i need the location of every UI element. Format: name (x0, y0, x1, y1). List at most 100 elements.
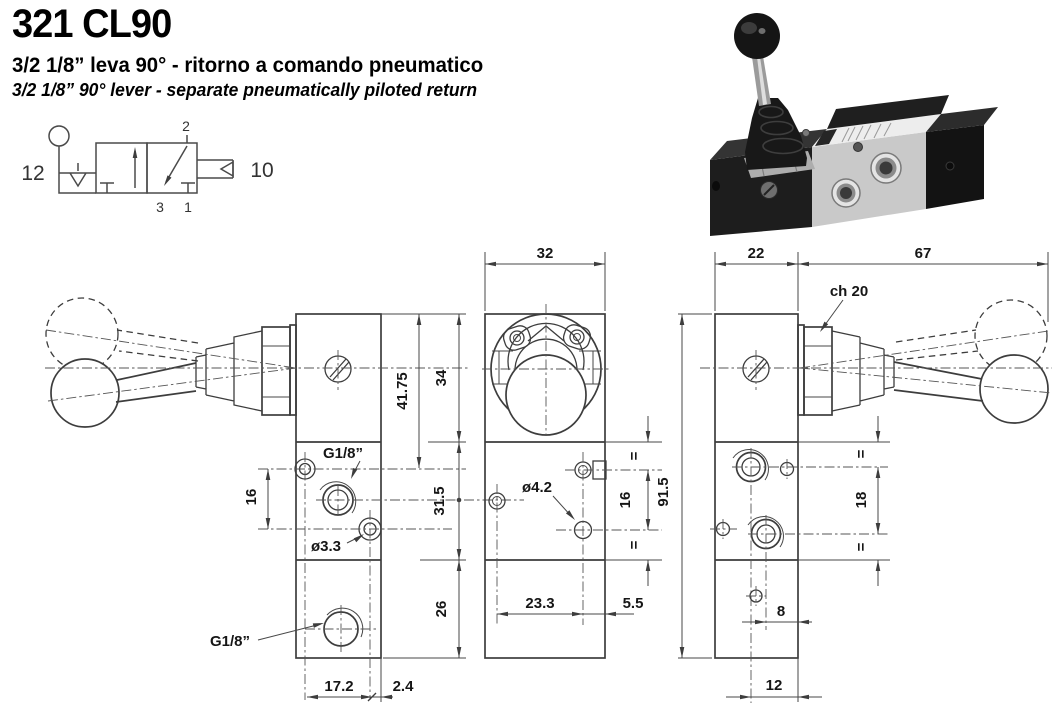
product-photo (710, 13, 998, 236)
dim-arrow (485, 261, 496, 267)
dim-arrow (875, 467, 881, 478)
photo-port-2-bore (840, 187, 852, 199)
dim-arrow (456, 549, 462, 560)
valve-box-left (95, 142, 148, 194)
dim-41-75: 41.75 (394, 372, 411, 410)
bellows-right (831, 330, 895, 412)
body-sections-front (485, 441, 605, 561)
centerlines-right-mid (710, 448, 888, 703)
pilot-triangle-icon (219, 160, 234, 178)
port-bottom-centerlines (305, 605, 377, 653)
hole-right-bottom-cross (746, 586, 766, 606)
subtitle-italian: 3/2 1/8” leva 90° - ritorno a comando pn… (12, 54, 484, 77)
flange-right (797, 324, 805, 416)
ear-right-ring (569, 329, 585, 345)
port-right-1-arc (732, 449, 769, 481)
body-sections-right (715, 441, 798, 561)
lever-axes-left (45, 329, 297, 402)
dim-eq-bottom: = (626, 540, 643, 549)
centerlines-front-mid (496, 452, 662, 625)
dim-23-3: 23.3 (525, 595, 554, 612)
dim-26: 26 (433, 601, 450, 618)
yoke-chevron (527, 325, 565, 342)
dim-arrow (679, 647, 685, 658)
screw-slot-right (747, 358, 768, 381)
ear-left-ring (509, 330, 525, 346)
ear-left-outline (502, 325, 532, 351)
lever-rod-dashed-right (895, 329, 979, 361)
lever-ball-right (979, 354, 1049, 424)
dim-arrow (307, 694, 318, 700)
dim-arrow (798, 261, 809, 267)
dim-arrow (740, 694, 751, 700)
photo-body-center-face (812, 132, 926, 227)
dim-5-5: 5.5 (623, 595, 644, 612)
photo-label-strip (812, 114, 941, 147)
leader-dia3-3-arrow (353, 534, 364, 543)
dim-eq-right-top: = (853, 449, 870, 458)
dim-32-lines (484, 252, 606, 311)
axes-right (700, 330, 1053, 394)
dim-arrow (456, 560, 462, 571)
dim-arrow (645, 560, 651, 571)
dim-arrow (875, 431, 881, 442)
dim-arrow (605, 611, 616, 617)
page-title: 321 CL90 (12, 2, 172, 46)
lever-rod-right (893, 361, 984, 402)
photo-logo-mark (815, 129, 837, 146)
bellows-arc-2 (514, 338, 578, 382)
dim-eq-right-bottom: = (853, 542, 870, 551)
photo-boot-ring-2 (760, 120, 794, 136)
dim-2-4: 2.4 (393, 678, 415, 695)
blocked-port-right (181, 135, 195, 193)
leader-ch20-arrow (820, 321, 829, 332)
dim-arrow (572, 611, 583, 617)
dim-arrow (715, 261, 726, 267)
hex-nut-facets-left (262, 345, 290, 398)
dim-slash-tick (367, 692, 377, 702)
hex-nut-facets-right (804, 345, 832, 398)
dim-22-67-lines (714, 252, 1049, 322)
dim-arrow (787, 261, 798, 267)
dim-32: 32 (537, 245, 554, 262)
dim-arrow (416, 314, 422, 325)
ear-right-outline (562, 324, 592, 350)
body-left-view (295, 313, 382, 659)
dim-arrow (875, 560, 881, 571)
lever-rod-dashed-left (116, 329, 199, 362)
dim-16-left: 16 (243, 489, 260, 506)
dim-91-5-lines (678, 313, 712, 659)
dim-arrow (1037, 261, 1048, 267)
view-side-left: G1/8” ø3.3 G1/8” 41.75 34 31.5 26 (45, 297, 524, 702)
body-sections-left (296, 441, 381, 561)
symbol-port-3: 3 (156, 199, 164, 215)
dim-arrow (798, 694, 809, 700)
centerlines-front-top (482, 304, 609, 436)
photo-body-right-top (926, 107, 998, 132)
dim-arrow (645, 431, 651, 442)
dim-arrow (594, 261, 605, 267)
port-mid-thread-arc (319, 481, 357, 514)
dim-34: 34 (433, 369, 450, 386)
photo-ball-sheen (741, 22, 757, 34)
blocked-port-left (100, 182, 114, 193)
symbol-port-12: 12 (21, 162, 44, 185)
dim-18-lines (798, 416, 890, 586)
ear-right (562, 324, 592, 350)
photo-body-rear (827, 95, 949, 129)
symbol-port-10: 10 (250, 159, 273, 182)
dim-16-front: 16 (617, 492, 634, 509)
label-dia4-2: ø4.2 (522, 479, 552, 496)
dim-arrow (497, 611, 508, 617)
photo-stem-highlight (757, 57, 767, 105)
hex-flats-front (492, 350, 601, 385)
knob-symbol-circle (48, 125, 70, 147)
dim-arrow (456, 431, 462, 442)
manual-lever-symbol (58, 146, 96, 194)
port-right-2-arc (747, 516, 784, 548)
subtitle-english: 3/2 1/8” 90° lever - separate pneumatica… (12, 80, 478, 100)
dim-arrow (645, 519, 651, 530)
view-front: ø4.2 32 23.3 5.5 = 16 = 91.5 (482, 245, 712, 659)
leader-dia4-2-arrow (565, 510, 575, 520)
